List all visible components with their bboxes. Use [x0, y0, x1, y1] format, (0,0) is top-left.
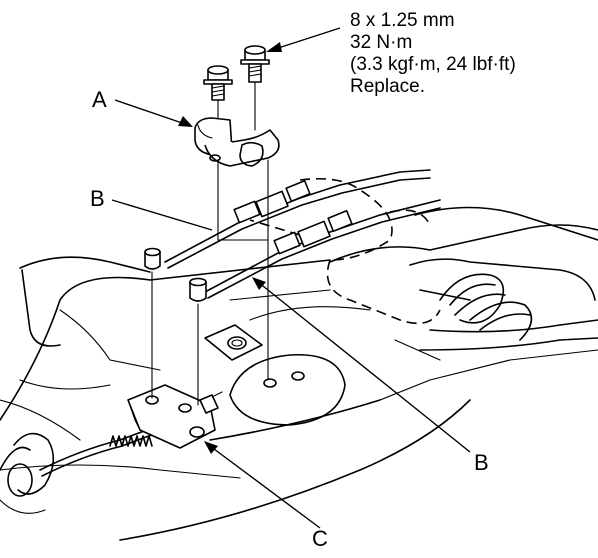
cable-end-caps [144, 247, 207, 302]
equalizer-bracket [127, 384, 223, 449]
label-c: C [312, 526, 328, 551]
mounting-pad [229, 353, 346, 426]
flange-bolt-right [240, 45, 270, 83]
heat-shield [394, 258, 598, 361]
bolt-torque-nm: 32 N·m [350, 32, 413, 53]
bolt-torque-alt: (3.3 kgf·m, 24 lbf·ft) [350, 54, 516, 75]
bolt-spec-callout: 8 x 1.25 mm 32 N·m (3.3 kgf·m, 24 lbf·ft… [350, 10, 516, 98]
cable-guide-bracket [194, 117, 280, 167]
floor-boss [204, 324, 263, 361]
flange-bolt-left [203, 65, 233, 101]
label-a: A [92, 87, 107, 112]
label-b-lower: B [474, 450, 489, 475]
brake-cable-lower [204, 199, 441, 299]
vehicle-floor-outline [0, 206, 598, 541]
equalizer-cable [39, 424, 163, 477]
leader-lines [111, 27, 471, 529]
label-b-upper: B [90, 186, 105, 211]
rear-drum [0, 432, 55, 514]
brake-cable-upper [164, 169, 431, 269]
bolt-note: Replace. [350, 76, 425, 97]
bolt-size: 8 x 1.25 mm [350, 10, 455, 31]
alignment-lines [151, 81, 269, 406]
